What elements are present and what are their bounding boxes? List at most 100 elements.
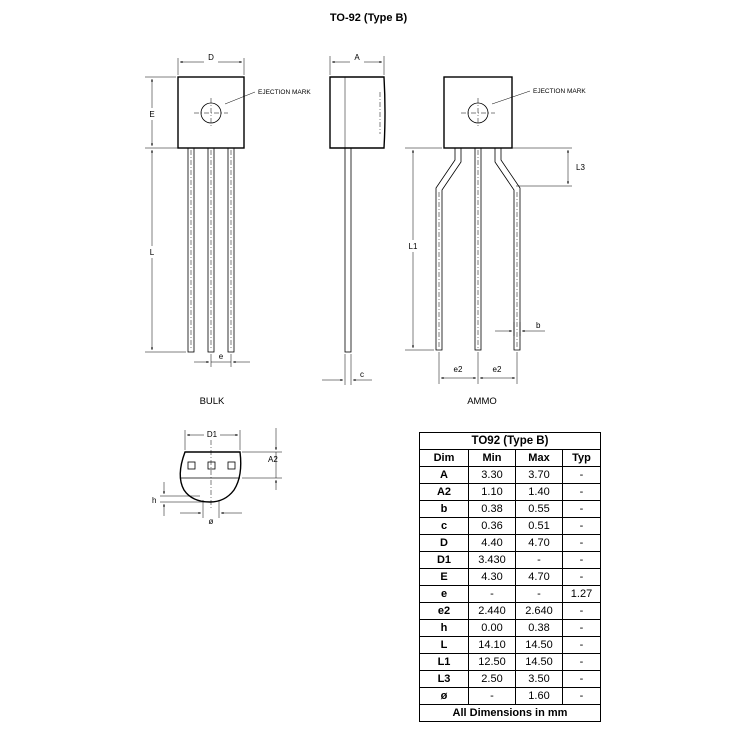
cell-typ: - (562, 670, 601, 688)
page-title: TO-92 (Type B) (329, 12, 408, 24)
cell-max: - (515, 551, 563, 569)
cell-dim: L1 (419, 653, 469, 671)
cell-max: 14.50 (515, 653, 563, 671)
cell-max: 4.70 (515, 568, 563, 586)
table-row: e--1.27 (419, 585, 601, 603)
cell-min: 3.30 (468, 466, 516, 484)
cell-max: 0.55 (515, 500, 563, 518)
cell-min: 4.40 (468, 534, 516, 552)
ejection-mark-leader-right (491, 90, 531, 105)
dim-A-label: A (354, 53, 360, 62)
dim-b-label: b (536, 321, 541, 330)
bottom-body-outline (179, 451, 242, 503)
cell-min: 0.38 (468, 500, 516, 518)
cell-dim: e2 (419, 602, 469, 620)
side-view: A c (322, 53, 386, 385)
cell-typ: - (562, 551, 601, 569)
cell-dim: ø (419, 687, 469, 705)
cell-max: - (515, 585, 563, 603)
dim-phi-label: ø (209, 517, 214, 526)
bottom-pin-2 (207, 461, 216, 470)
cell-min: 2.440 (468, 602, 516, 620)
cell-min: 4.30 (468, 568, 516, 586)
cell-dim: D (419, 534, 469, 552)
ammo-caption: AMMO (467, 396, 497, 407)
cell-typ: - (562, 534, 601, 552)
bulk-lead-3 (227, 147, 235, 353)
cell-max: 1.40 (515, 483, 563, 501)
cell-min: 0.00 (468, 619, 516, 637)
cell-dim: E (419, 568, 469, 586)
col-header-dim: Dim (419, 449, 469, 467)
cell-min: 12.50 (468, 653, 516, 671)
dim-L1-label: L1 (409, 242, 418, 251)
dim-D1-label: D1 (207, 430, 218, 439)
cell-dim: D1 (419, 551, 469, 569)
cell-max: 4.70 (515, 534, 563, 552)
cell-min: 14.10 (468, 636, 516, 654)
dim-A2-label: A2 (268, 455, 278, 464)
cell-min: 2.50 (468, 670, 516, 688)
side-lead (344, 147, 352, 353)
bulk-lead-2 (207, 147, 215, 353)
cell-min: 1.10 (468, 483, 516, 501)
dim-e2-left-label: e2 (454, 365, 463, 374)
cell-max: 0.38 (515, 619, 563, 637)
col-header-max: Max (515, 449, 563, 467)
bottom-pin-3 (227, 461, 236, 470)
col-header-typ: Typ (562, 449, 601, 467)
cell-dim: h (419, 619, 469, 637)
cell-dim: b (419, 500, 469, 518)
table-title: TO92 (Type B) (419, 432, 601, 450)
dim-L3-label: L3 (576, 163, 585, 172)
dim-e-label: e (219, 352, 224, 361)
ammo-lead-right (494, 148, 521, 351)
cell-min: 3.430 (468, 551, 516, 569)
dim-c-label: c (360, 370, 364, 379)
dim-L-label: L (150, 248, 155, 257)
ejection-mark-leader-left (224, 91, 256, 105)
ejection-mark-label-left: EJECTION MARK (258, 89, 311, 96)
cell-min: - (468, 585, 516, 603)
cell-max: 0.51 (515, 517, 563, 535)
cell-dim: c (419, 517, 469, 535)
cell-typ: 1.27 (562, 585, 601, 603)
cell-dim: A2 (419, 483, 469, 501)
cell-dim: e (419, 585, 469, 603)
cell-dim: A (419, 466, 469, 484)
cell-dim: L3 (419, 670, 469, 688)
bottom-pin-1 (187, 461, 196, 470)
bottom-view: D1 A2 h ø (152, 428, 282, 526)
cell-min: 0.36 (468, 517, 516, 535)
ammo-view: EJECTION MARK L3 L1 b e2 e2 (405, 76, 586, 384)
cell-max: 1.60 (515, 687, 563, 705)
cell-dim: L (419, 636, 469, 654)
dim-E-label: E (149, 110, 154, 119)
ammo-lead-left (435, 148, 462, 351)
cell-min: - (468, 687, 516, 705)
dim-h-label: h (152, 496, 156, 505)
cell-typ: - (562, 636, 601, 654)
cell-max: 14.50 (515, 636, 563, 654)
cell-typ: - (562, 653, 601, 671)
cell-typ: - (562, 602, 601, 620)
cell-typ: - (562, 687, 601, 705)
col-header-min: Min (468, 449, 516, 467)
cell-typ: - (562, 517, 601, 535)
bulk-front-view: D E L e EJECTION MARK (145, 53, 311, 367)
ammo-lead-middle (474, 147, 482, 351)
cell-max: 3.50 (515, 670, 563, 688)
cell-max: 2.640 (515, 602, 563, 620)
cell-typ: - (562, 619, 601, 637)
cell-typ: - (562, 466, 601, 484)
cell-typ: - (562, 483, 601, 501)
